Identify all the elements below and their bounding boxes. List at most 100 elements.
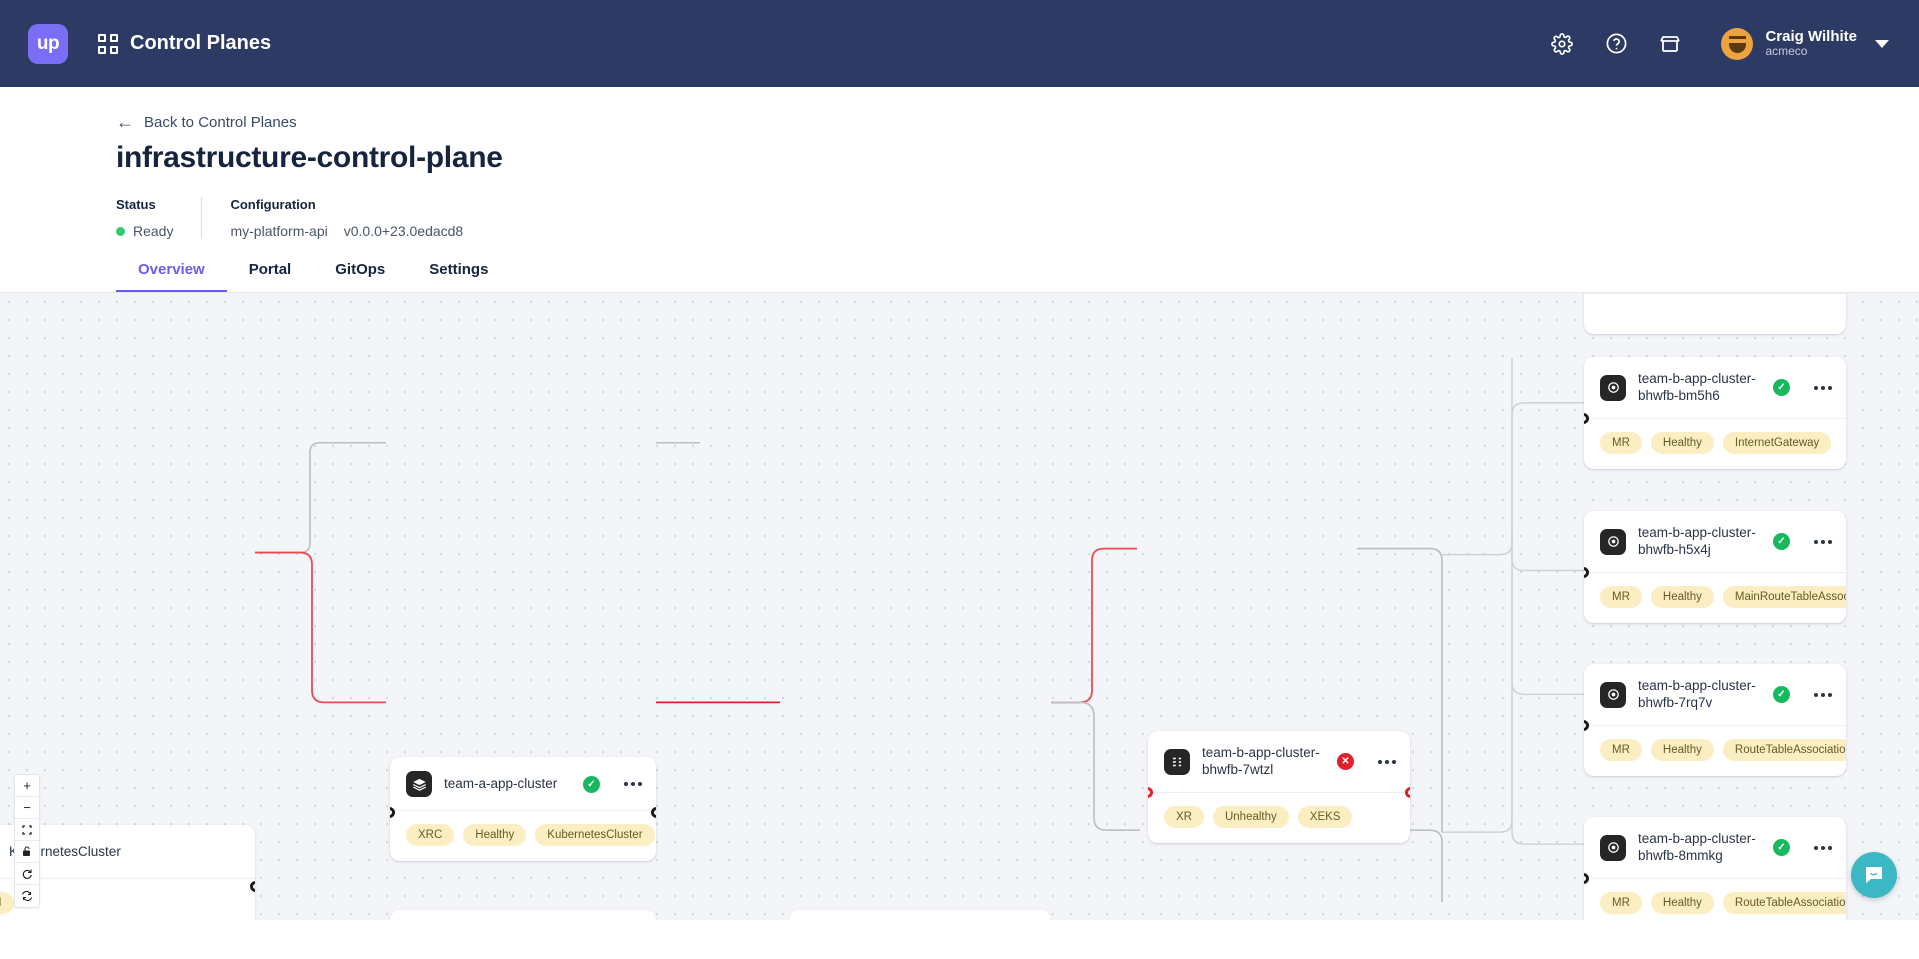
node-port-left[interactable] [1584,567,1589,578]
node-tag: Unhealthy [1212,805,1289,828]
node-divider [1584,417,1846,419]
status-badge-healthy-icon: ✓ [583,775,600,793]
node-title: team-b-app-cluster-bhwfb-7wtzl [1202,745,1320,777]
reset-button[interactable] [15,863,39,885]
tab-overview[interactable]: Overview [116,261,227,293]
gear-icon[interactable] [1549,31,1575,57]
back-to-control-planes-link[interactable]: ← Back to Control Planes [116,113,1919,131]
nav-title: Control Planes [130,32,272,54]
target-icon [1600,681,1626,708]
node-tags: API [0,879,255,920]
target-icon [1600,374,1626,401]
user-text: Craig Wilhite acmeco [1765,28,1857,59]
node-header: team-a-app-cluster ✓ [390,757,656,810]
node-divider [1584,877,1846,879]
chat-support-button[interactable] [1851,852,1897,898]
graph-node-team-b-app-cluster[interactable]: team-b-app-cluster ✕ XRC Unhealthy Kuber… [390,910,656,920]
status-label: Status [116,197,156,212]
node-menu-button[interactable] [1814,845,1832,850]
resource-graph-canvas[interactable]: k KubernetesCluster API team-a-app-clust… [0,292,1919,920]
refresh-button[interactable] [15,885,39,907]
zoom-out-label: − [23,800,31,815]
reset-icon [22,869,32,879]
graph-node-bhwfb-bm5h6[interactable]: team-b-app-cluster-bhwfb-bm5h6 ✓ MR Heal… [1584,357,1846,469]
status-badge-healthy-icon: ✓ [1773,686,1790,704]
node-menu-button[interactable] [1814,539,1832,544]
graph-node-bhwfb-7rq7v[interactable]: team-b-app-cluster-bhwfb-7rq7v ✓ MR Heal… [1584,664,1846,776]
node-tag: MR [1600,738,1642,761]
graph-node-team-b-app-cluster-bhwfb[interactable]: team-b-app-cluster-bhwfb ✕ XR Unhealthy … [789,910,1051,920]
node-port-left[interactable] [1584,413,1589,424]
graph-node-partial-top-right[interactable] [1584,293,1846,334]
node-menu-button[interactable] [1814,692,1832,697]
node-tag: API [0,892,14,914]
status-value-row: Ready [116,223,173,239]
graph-node-bhwfb-8mmkg[interactable]: team-b-app-cluster-bhwfb-8mmkg ✓ MR Heal… [1584,817,1846,920]
node-menu-button[interactable] [1814,385,1832,390]
zoom-out-button[interactable]: − [15,797,39,819]
node-tag: XRC [406,824,455,846]
zoom-in-label: + [23,778,31,793]
configuration-block: Configuration my-platform-api v0.0.0+23.… [201,197,491,239]
graph-node-bhwfb-h5x4j[interactable]: team-b-app-cluster-bhwfb-h5x4j ✓ MR Heal… [1584,511,1846,623]
node-tag: XEKS [1297,805,1353,828]
page-header: ← Back to Control Planes infrastructure-… [0,87,1919,239]
canvas-controls: + − [14,774,40,908]
node-tags: XR Unhealthy XEKS [1148,793,1410,843]
lock-button[interactable] [15,841,39,863]
node-title: team-a-app-cluster [444,775,558,791]
lock-icon [23,846,30,856]
node-port-right[interactable] [250,881,255,892]
node-port-left[interactable] [390,807,395,818]
upbound-logo[interactable]: up [28,23,68,64]
node-header: team-b-app-cluster-bhwfb-7rq7v ✓ [1584,664,1846,725]
node-header: team-b-app-cluster-bhwfb-7wtzl ✕ [1148,731,1410,792]
page-title: infrastructure-control-plane [116,141,503,174]
user-menu[interactable]: Craig Wilhite acmeco [1721,27,1889,60]
status-badge-unhealthy-icon: ✕ [1337,753,1354,771]
node-tags: MR Healthy RouteTableAssociation [1584,726,1846,776]
tab-portal-label: Portal [248,261,292,278]
status-badge-healthy-icon: ✓ [1773,379,1790,397]
tab-gitops[interactable]: GitOps [313,261,407,292]
node-title: KubernetesCluster [9,843,121,859]
node-port-left[interactable] [1584,720,1589,731]
target-icon [1600,834,1626,861]
node-divider [1148,791,1410,793]
node-tags: MR Healthy RouteTableAssociation [1584,879,1846,920]
node-divider [0,878,255,879]
graph-node-bhwfb-7wtzl[interactable]: team-b-app-cluster-bhwfb-7wtzl ✕ XR Unhe… [1148,731,1410,843]
tab-settings-label: Settings [429,261,489,278]
node-menu-button[interactable] [1378,759,1396,764]
node-port-left[interactable] [1584,873,1589,884]
node-title: team-b-app-cluster-bhwfb-bm5h6 [1638,371,1756,403]
node-port-right[interactable] [1405,787,1410,798]
node-tags: XRC Healthy KubernetesCluster [390,811,656,861]
tab-gitops-label: GitOps [335,261,386,278]
node-port-right[interactable] [651,807,656,818]
tab-settings[interactable]: Settings [407,261,510,292]
zoom-in-button[interactable]: + [15,775,39,797]
node-divider [390,810,656,811]
graph-node-team-a-app-cluster[interactable]: team-a-app-cluster ✓ XRC Healthy Kuberne… [390,757,656,861]
node-menu-button[interactable] [624,782,642,786]
node-divider [1584,571,1846,573]
node-tag: Healthy [1650,585,1714,608]
meta-row: Status Ready Configuration my-platform-a… [116,197,1919,239]
status-dot-icon [116,226,125,236]
node-tag: MainRouteTableAssociation [1722,585,1846,608]
marketplace-icon[interactable] [1657,31,1683,57]
fit-view-button[interactable] [15,819,39,841]
nav-control-planes[interactable]: Control Planes [98,32,271,55]
chevron-down-icon[interactable] [1875,39,1889,48]
topnav-right-group: Craig Wilhite acmeco [1549,27,1889,60]
node-header: team-b-app-cluster-bhwfb ✕ [789,910,1051,920]
node-port-left[interactable] [1148,787,1153,798]
arrow-left-icon: ← [116,112,134,132]
help-icon[interactable] [1603,31,1629,57]
node-tags [1584,294,1846,334]
node-tag: MR [1600,891,1642,914]
status-block: Status Ready [116,197,201,239]
node-tag: Healthy [1650,738,1714,761]
tab-portal[interactable]: Portal [227,261,314,292]
